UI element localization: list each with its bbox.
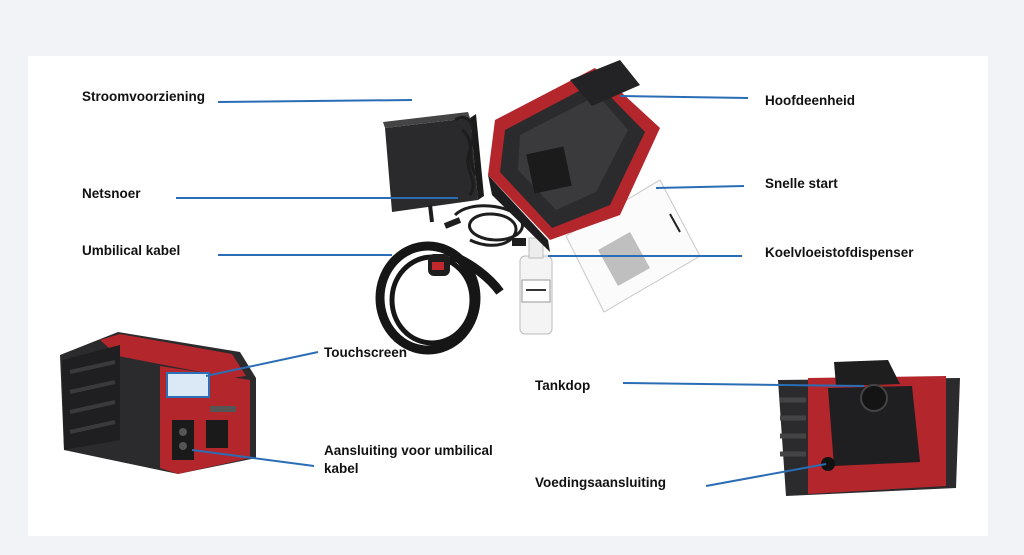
quick-start-booklet-image: [565, 179, 701, 313]
label-voedingsaansluiting: Voedingsaansluiting: [535, 475, 667, 490]
label-koelvloeistofdispenser: Koelvloeistofdispenser: [765, 245, 914, 260]
label-snelle-start: Snelle start: [765, 176, 838, 191]
label-umbilical-kabel: Umbilical kabel: [82, 243, 181, 258]
leader-hoofdeenheid: [619, 95, 749, 99]
label-aansluiting: Aansluiting voor umbilical kabel: [324, 443, 493, 476]
rear-unit-image: [778, 360, 960, 496]
front-unit-image: [60, 332, 256, 474]
main-unit-image: [488, 60, 660, 252]
label-stroomvoorziening: Stroomvoorziening: [82, 89, 206, 104]
leader-tankdop: [622, 382, 865, 387]
leader-voeding: [705, 463, 827, 487]
leader-stroomvoorziening: [217, 99, 413, 103]
leader-snelle-start: [655, 185, 745, 189]
leader-touchscreen: [205, 351, 319, 377]
leader-lines: [176, 95, 865, 487]
coolant-bottle-image: [519, 237, 553, 335]
label-netsnoer: Netsnoer: [82, 186, 141, 201]
umbilical-cable-image: [375, 241, 504, 355]
power-supply-image: [383, 112, 484, 223]
label-touchscreen: Touchscreen: [324, 345, 408, 360]
label-tankdop: Tankdop: [535, 378, 591, 393]
label-hoofdeenheid: Hoofdeenheid: [765, 93, 855, 108]
leader-aansluiting: [191, 449, 315, 467]
